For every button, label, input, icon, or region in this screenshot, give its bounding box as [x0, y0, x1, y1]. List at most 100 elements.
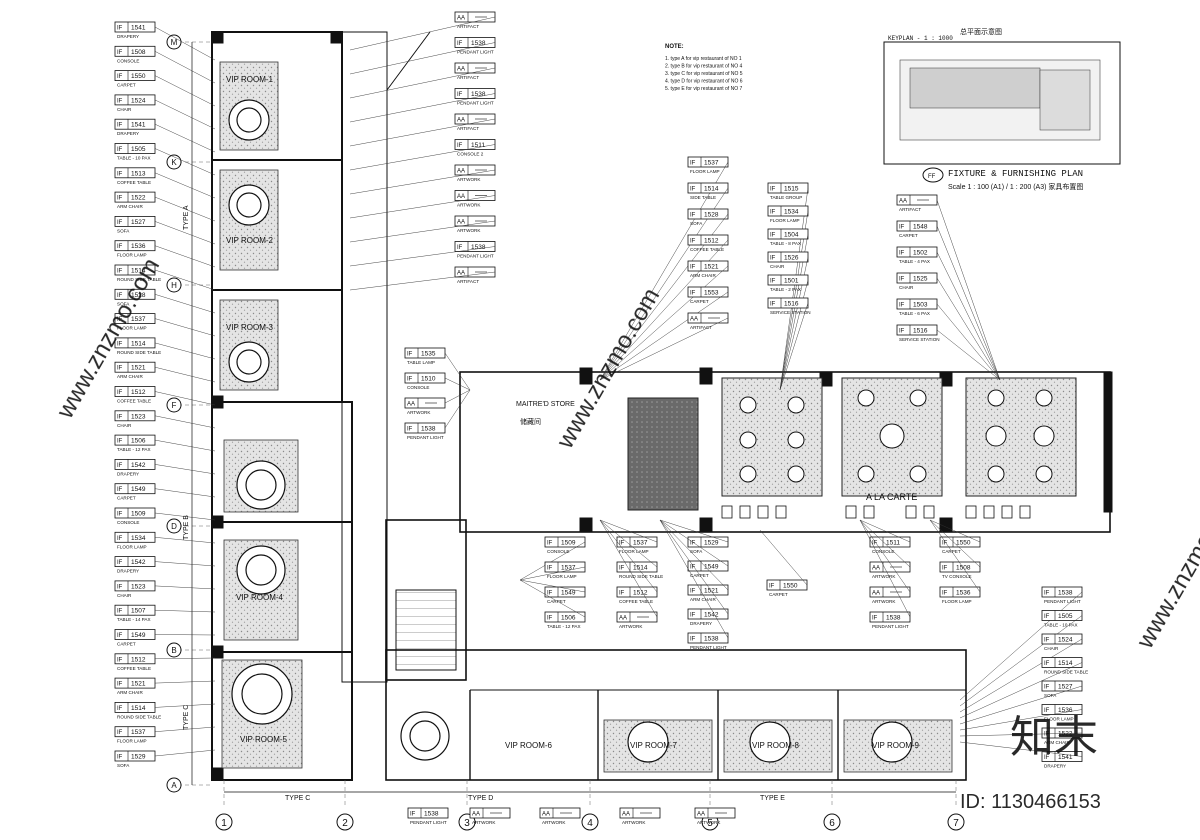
tag-kind: AA: [457, 67, 465, 73]
gridlines: [178, 41, 957, 806]
tag-kind: IF: [942, 541, 948, 547]
tag-kind: IF: [770, 233, 776, 239]
tag-code: 1537: [704, 160, 719, 167]
tag-name: DRAPERY: [117, 471, 139, 476]
tag-name: FLOOR LAMP: [117, 739, 147, 744]
tag-kind: AA: [457, 118, 465, 124]
tag-code: 1537: [131, 316, 146, 323]
tag-kind: IF: [770, 210, 776, 216]
tag-name: ARTIFACT: [457, 279, 479, 284]
tag-name: TABLE GROUP: [770, 195, 802, 200]
tag-code: 1514: [131, 268, 146, 275]
grid-bubble-D: D: [166, 518, 182, 534]
tag-name: CARPET: [117, 496, 136, 501]
a-la-carte-hall: [627, 377, 1077, 519]
tag-name: ARM CHAIR: [1044, 740, 1070, 745]
dimension-lines: [191, 42, 956, 793]
room-label-alacarte: A LA CARTE: [866, 492, 917, 502]
tag-kind: IF: [872, 616, 878, 622]
tag-code: 1536: [956, 590, 971, 597]
tag-code: 1508: [131, 49, 146, 56]
tag-code: 1538: [1058, 590, 1073, 597]
tag-name: TABLE - 14 PAX: [117, 617, 151, 622]
tag-code: 1511: [471, 142, 485, 149]
tag-code: 1512: [633, 590, 648, 597]
tag-code: 1553: [704, 290, 719, 297]
tag-name: ARTWORK: [872, 599, 896, 604]
tag-kind: IF: [117, 390, 123, 396]
tag-kind: IF: [117, 657, 123, 663]
tag-name: FLOOR LAMP: [117, 326, 147, 331]
note-lines: 1. type A for vip restaurant of NO 12. t…: [665, 56, 743, 92]
room-label-vip5: VIP ROOM-5: [240, 735, 288, 744]
tag-kind: IF: [619, 541, 625, 547]
keyplan: 总平面示意图 KEYPLAN - 1 : 1000: [883, 27, 1121, 165]
tag-code: 1534: [784, 209, 799, 216]
tag-kind: IF: [457, 41, 463, 47]
tag-name: SOFA: [1044, 693, 1057, 698]
tag-name: FLOOR LAMP: [619, 549, 649, 554]
room-label-vip8: VIP ROOM-8: [752, 741, 800, 750]
tag-code: 1541: [1058, 754, 1073, 761]
tag-name: SOFA: [690, 221, 703, 226]
tag-code: 1529: [704, 540, 719, 547]
tag-kind: IF: [117, 317, 123, 323]
tag-kind: AA: [472, 812, 480, 818]
tag-name: CHAIR: [117, 593, 132, 598]
tag-name: ARTWORK: [697, 820, 721, 825]
tag-code: 1535: [421, 351, 436, 358]
tag-kind: IF: [690, 239, 696, 245]
tag-kind: IF: [690, 213, 696, 219]
tag-name: COFFEE TABLE: [117, 180, 151, 185]
tag-code: 1548: [913, 224, 928, 231]
tag-name: FLOOR LAMP: [547, 574, 577, 579]
tag-kind: IF: [942, 566, 948, 572]
tag-code: 1521: [704, 264, 719, 271]
tag-code: 1538: [471, 244, 486, 251]
tag-kind: AA: [457, 16, 465, 22]
tag-kind: IF: [690, 541, 696, 547]
tag-kind: IF: [899, 277, 905, 283]
tag-kind: IF: [690, 565, 696, 571]
tag-code: 1541: [131, 122, 146, 129]
tag-code: 1527: [1058, 684, 1073, 691]
tag-kind: IF: [769, 584, 775, 590]
tag-code: 1524: [131, 97, 146, 104]
tag-name: ARM CHAIR: [117, 690, 143, 695]
tag-name: CHAIR: [899, 285, 914, 290]
type-d-bottom-label: TYPE D: [468, 795, 493, 802]
tag-name: TABLE - 12 PAX: [117, 447, 151, 452]
tag-name: ARM CHAIR: [690, 597, 716, 602]
tag-code: 1550: [783, 583, 798, 590]
tag-code: 1542: [131, 559, 146, 566]
tag-code: 1537: [633, 540, 648, 547]
tag-kind: AA: [457, 220, 465, 226]
tag-name: COFFEE TABLE: [619, 599, 653, 604]
tag-name: DRAPERY: [117, 131, 139, 136]
tag-kind: IF: [547, 541, 553, 547]
room-label-maitred-cn: 储藏间: [520, 417, 541, 426]
